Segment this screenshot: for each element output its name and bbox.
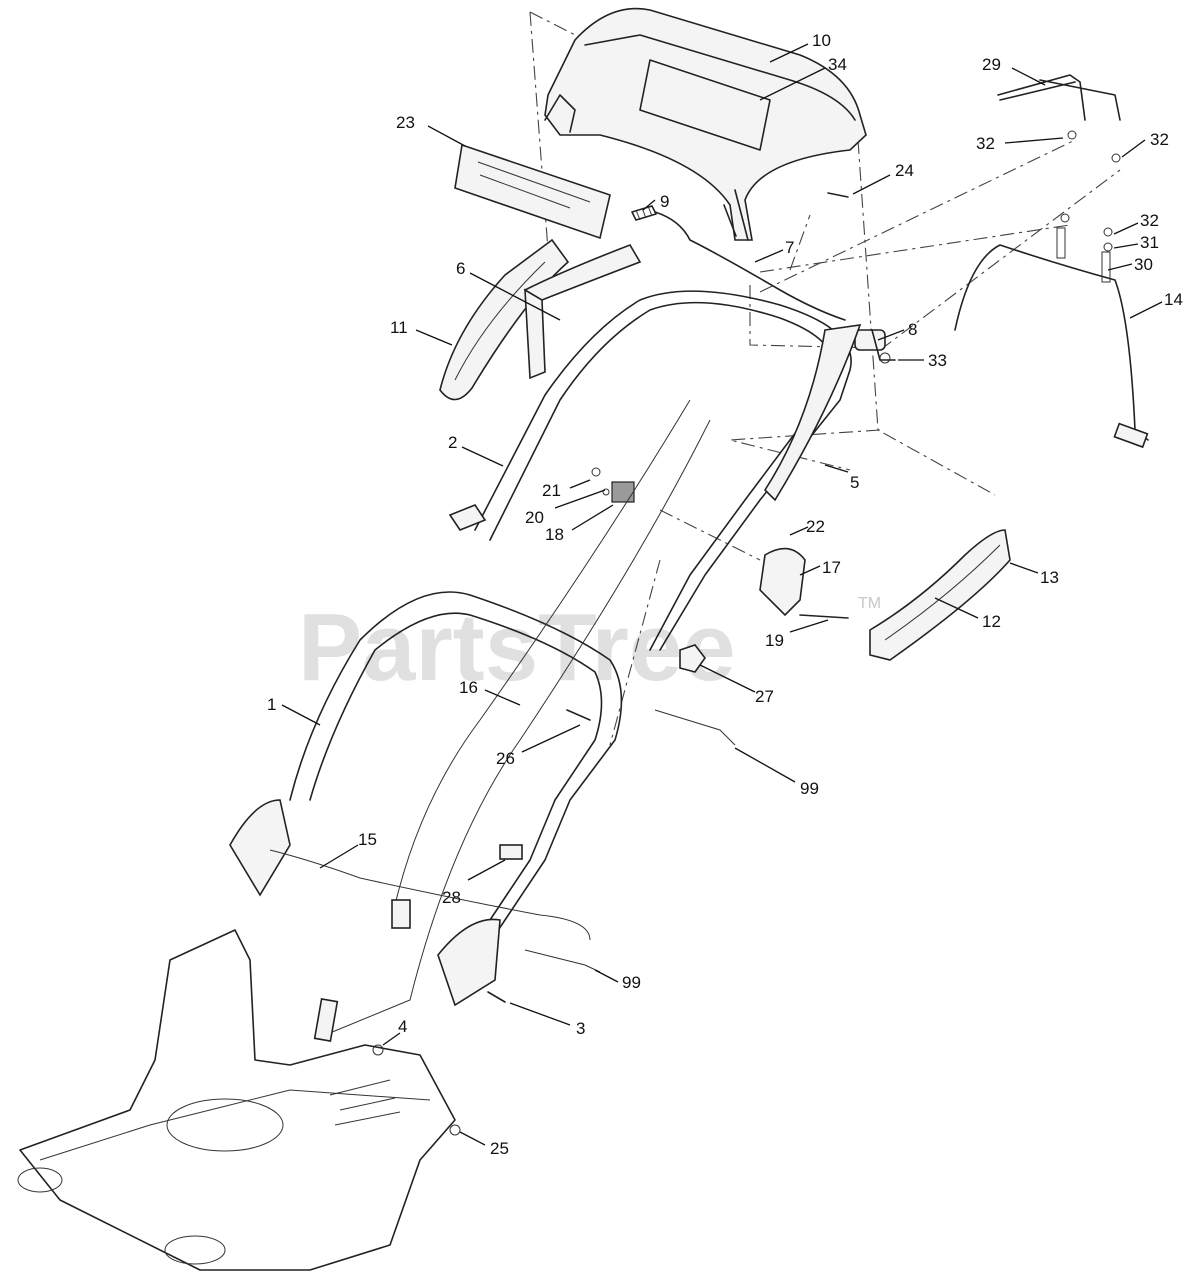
callout-13: 13	[1040, 568, 1059, 587]
callout-34: 34	[828, 55, 847, 74]
callout-1: 1	[267, 695, 276, 714]
callout-12: 12	[982, 612, 1001, 631]
fasteners-right	[1056, 213, 1113, 283]
right-side-cover	[869, 529, 1011, 661]
flange-nut	[449, 1124, 461, 1136]
callout-21: 21	[542, 481, 561, 500]
control-module	[391, 899, 411, 929]
shoulder-bolt	[487, 991, 506, 1003]
callout-9: 9	[660, 192, 669, 211]
callout-32-middle: 32	[1140, 211, 1159, 230]
callout-2: 2	[448, 433, 457, 452]
callout-3: 3	[576, 1019, 585, 1038]
lower-handle	[229, 591, 623, 1007]
callout-14: 14	[1164, 290, 1183, 309]
control-box	[759, 547, 849, 619]
cable-clip	[591, 467, 635, 503]
callout-6: 6	[456, 259, 465, 278]
callout-15: 15	[358, 830, 377, 849]
locknut	[372, 1044, 384, 1056]
callout-20: 20	[525, 508, 544, 527]
leader-lines	[281, 43, 1163, 1146]
callout-32-upper-right: 32	[1150, 130, 1169, 149]
callout-22: 22	[806, 517, 825, 536]
callout-18: 18	[545, 525, 564, 544]
callout-25: 25	[490, 1139, 509, 1158]
callout-32-upper-left: 32	[976, 134, 995, 153]
callout-19: 19	[765, 631, 784, 650]
callout-4: 4	[398, 1017, 407, 1036]
cable-tie-lower	[524, 949, 601, 973]
callout-29: 29	[982, 55, 1001, 74]
watermark-text: PartsTree	[298, 594, 736, 701]
right-trim	[763, 324, 862, 502]
callout-26: 26	[496, 749, 515, 768]
pivot	[854, 329, 896, 364]
drive-cable	[313, 399, 711, 1043]
callout-30: 30	[1134, 255, 1153, 274]
callout-8: 8	[908, 320, 917, 339]
decal	[454, 143, 611, 240]
callout-99-lower: 99	[622, 973, 641, 992]
mower-deck	[17, 929, 456, 1271]
left-trim	[523, 244, 642, 380]
bail	[997, 74, 1121, 163]
handle-console	[544, 7, 867, 241]
callout-10: 10	[812, 31, 831, 50]
callout-27: 27	[755, 687, 774, 706]
cable-tie-upper	[654, 709, 736, 746]
callout-31: 31	[1140, 233, 1159, 252]
control-wire	[954, 244, 1149, 449]
callout-23: 23	[396, 113, 415, 132]
carriage-bolt	[566, 709, 591, 721]
callout-labels: 10 34 29 23 32 32 24 9 7 32 31 30 6 14 1…	[267, 31, 1183, 1158]
callout-99-upper: 99	[800, 779, 819, 798]
callout-28: 28	[442, 888, 461, 907]
brake-cable	[269, 849, 591, 941]
callout-16: 16	[459, 678, 478, 697]
callout-24: 24	[895, 161, 914, 180]
callout-7: 7	[785, 238, 794, 257]
watermark-trademark: TM	[858, 595, 881, 612]
callout-11: 11	[390, 318, 408, 337]
callout-17: 17	[822, 558, 841, 577]
cable-tie-clip	[499, 844, 523, 860]
callout-5: 5	[850, 473, 859, 492]
pin	[827, 192, 849, 198]
callout-33: 33	[928, 351, 947, 370]
